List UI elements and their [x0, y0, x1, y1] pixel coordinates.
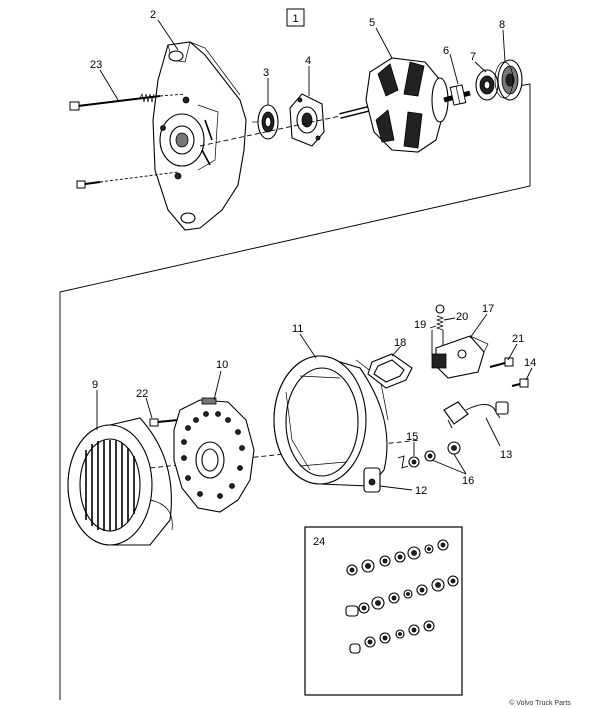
- terminal-screw: [511, 378, 529, 388]
- upper-boundary-lines: [59, 83, 531, 700]
- callout-3: 3: [263, 67, 269, 79]
- kit-row-3: [349, 620, 435, 654]
- kit-label: 24: [313, 536, 325, 548]
- rectifier-screw: [149, 418, 179, 427]
- callout-13: 13: [500, 449, 512, 461]
- callout-19: 19: [414, 319, 426, 331]
- callout-10: 10: [216, 359, 228, 371]
- kit-row-1: [346, 539, 449, 576]
- callout-17: 17: [482, 303, 494, 315]
- holder-screw: [489, 357, 514, 368]
- callout-5: 5: [369, 17, 375, 29]
- sealed-bearing: [494, 59, 523, 101]
- callout-6: 6: [443, 45, 449, 57]
- callout-labels: 2 3 4 5 6 7 8 23 9 10 11 12 13 14 15 16 …: [90, 9, 536, 497]
- leader-lines: [96, 19, 533, 491]
- callout-8: 8: [499, 19, 505, 31]
- callout-22: 22: [136, 388, 148, 400]
- callout-18: 18: [394, 337, 406, 349]
- callout-4: 4: [305, 55, 311, 67]
- callout-12: 12: [415, 485, 427, 497]
- callout-2: 2: [150, 9, 156, 21]
- gasket: [367, 353, 413, 389]
- callout-14: 14: [524, 357, 536, 369]
- callout-23: 23: [90, 59, 102, 71]
- bearing-retainer: [289, 93, 325, 147]
- group-marker: 1: [286, 8, 305, 27]
- stator-windings: [85, 440, 135, 531]
- rectifier: [173, 397, 255, 513]
- callout-15: 15: [406, 431, 418, 443]
- callout-21: 21: [512, 333, 524, 345]
- brush-spring: [431, 304, 445, 356]
- callout-11: 11: [292, 323, 303, 335]
- kit-box: 24: [304, 526, 463, 696]
- nuts-washers: [397, 441, 461, 469]
- slip-ring-end-housing: [273, 355, 389, 493]
- callout-20: 20: [456, 311, 468, 323]
- callout-9: 9: [92, 379, 98, 391]
- suppressor-capacitor: [443, 401, 509, 429]
- slip-ring: [449, 84, 467, 106]
- rotor: [339, 57, 471, 153]
- slip-ring-bearing: [475, 69, 499, 101]
- callout-7: 7: [470, 51, 476, 63]
- stator: [67, 417, 173, 546]
- kit-row-2: [345, 575, 459, 617]
- through-bolt: [69, 92, 186, 111]
- group-marker-text: 1: [292, 13, 298, 25]
- callout-16: 16: [462, 475, 474, 487]
- shield-screw: [76, 171, 179, 189]
- brush-holder: [431, 335, 489, 379]
- copyright-text: © Volvo Truck Parts: [509, 699, 571, 707]
- drive-end-shield: [152, 41, 247, 231]
